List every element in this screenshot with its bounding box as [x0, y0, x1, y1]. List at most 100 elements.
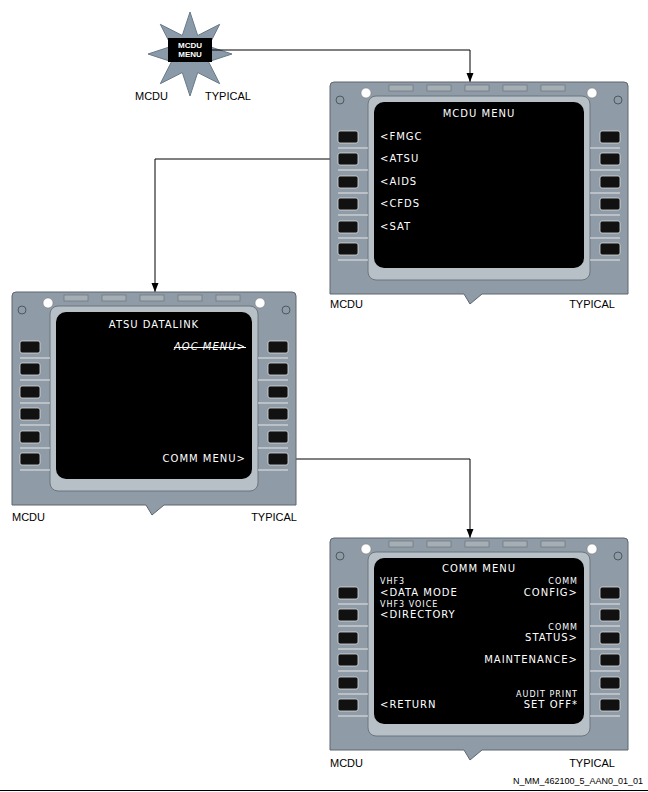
line-select-key [20, 453, 40, 465]
unit-caption: MCDU [330, 298, 363, 311]
line-select-key [600, 632, 620, 644]
key-separator [590, 170, 620, 171]
unit-caption: MCDU [330, 757, 363, 770]
key-separator [338, 716, 368, 717]
mount-screw [336, 96, 344, 104]
line-select-key [600, 131, 620, 143]
key-separator [258, 358, 288, 359]
screen-bezel [368, 96, 590, 280]
line-select-key [338, 587, 358, 599]
key-separator [338, 671, 368, 672]
line-select-key [338, 243, 358, 255]
screen-text: AOC MENU> [174, 341, 246, 353]
screen-sublabel: COMM [548, 577, 578, 587]
line-select-key [600, 153, 620, 165]
line-select-key [338, 609, 358, 621]
housing-outline [330, 82, 628, 304]
unit-caption: TYPICAL [569, 757, 615, 770]
display-screen [56, 312, 252, 479]
line-select-key [268, 363, 288, 375]
annunciator-light [43, 298, 53, 308]
screen-text: <SAT [380, 221, 411, 233]
unit-caption: TYPICAL [205, 90, 251, 103]
line-select-key [20, 431, 40, 443]
mount-screw [18, 306, 26, 314]
housing-outline [12, 292, 296, 515]
mount-screw [614, 96, 622, 104]
line-select-key [338, 198, 358, 210]
key-separator [338, 260, 368, 261]
key-separator [590, 238, 620, 239]
function-key [541, 541, 565, 547]
line-select-key [268, 341, 288, 353]
function-key [216, 295, 240, 301]
line-select-key [600, 654, 620, 666]
annunciator-light [361, 88, 371, 98]
function-key [503, 541, 527, 547]
screen-sublabel: AUDIT PRINT [516, 690, 578, 700]
line-select-key [20, 408, 40, 420]
line-select-key [20, 363, 40, 375]
function-key [389, 85, 413, 91]
housing-outline [330, 538, 628, 760]
line-select-key [600, 198, 620, 210]
key-separator [258, 425, 288, 426]
mount-screw [336, 552, 344, 560]
screen-text: COMM MENU [374, 563, 584, 575]
screen-text: <FMGC [380, 131, 423, 143]
line-select-key [600, 176, 620, 188]
arrow-head [467, 529, 474, 538]
key-separator [20, 448, 50, 449]
key-separator [590, 260, 620, 261]
line-select-key [600, 587, 620, 599]
key-separator [338, 649, 368, 650]
key-separator [590, 671, 620, 672]
line-select-key [338, 176, 358, 188]
function-key [427, 541, 451, 547]
key-separator [20, 380, 50, 381]
unit-caption: MCDU [135, 90, 168, 103]
function-key [64, 295, 88, 301]
arrow-head [152, 283, 159, 292]
mcdu-unit: COMM MENUVHF3COMM<DATA MODECONFIG>VHF3 V… [330, 538, 628, 750]
line-select-key [338, 699, 358, 711]
mcdu-menu-key: MCDU MENU [168, 38, 212, 62]
line-select-key [338, 632, 358, 644]
mount-screw [614, 552, 622, 560]
unit-caption: MCDU [12, 511, 45, 524]
unit-caption: TYPICAL [569, 298, 615, 311]
key-separator [590, 649, 620, 650]
screen-text: <RETURN [380, 699, 437, 711]
line-select-key [338, 677, 358, 689]
display-screen [374, 558, 584, 724]
function-key [102, 295, 126, 301]
mcdu-unit: ATSU DATALINKAOC MENU>COMM MENU> [12, 292, 296, 505]
screen-text: <CFDS [380, 198, 420, 210]
function-key [503, 85, 527, 91]
annunciator-light [587, 544, 597, 554]
screen-text: MAINTENANCE> [484, 654, 578, 666]
key-separator [338, 626, 368, 627]
line-select-key [268, 453, 288, 465]
screen-sublabel: VHF3 [380, 577, 405, 587]
arrow-head [467, 73, 474, 82]
line-select-key [20, 341, 40, 353]
function-key [178, 295, 202, 301]
key-separator [338, 694, 368, 695]
screen-text: <ATSU [380, 153, 419, 165]
unit-caption: TYPICAL [251, 511, 297, 524]
key-separator [258, 380, 288, 381]
key-separator [20, 425, 50, 426]
function-key [427, 85, 451, 91]
connector-line [296, 459, 470, 538]
key-separator [590, 193, 620, 194]
line-select-key [268, 386, 288, 398]
display-screen [374, 102, 584, 268]
connector [152, 159, 331, 292]
screen-text: ATSU DATALINK [56, 319, 252, 331]
line-select-key [600, 699, 620, 711]
line-select-key [268, 408, 288, 420]
line-select-key [20, 386, 40, 398]
key-separator [590, 716, 620, 717]
connector [212, 50, 474, 82]
